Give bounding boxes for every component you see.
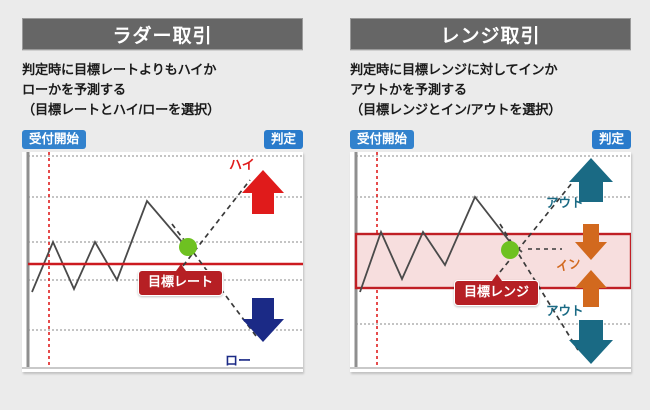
chart-range-svg <box>350 152 631 373</box>
badge-judge-ladder: 判定 <box>263 129 303 150</box>
badge-judge-range: 判定 <box>591 129 631 150</box>
pill-target-range-text: 目標レンジ <box>464 284 530 300</box>
arrow-out-down-range <box>569 320 613 365</box>
chart-ladder: ハイ ロー 目標レート <box>22 152 303 373</box>
projection-up-ladder <box>171 179 251 281</box>
panel-title-ladder: ラダー取引 <box>22 18 303 50</box>
panel-title-range: レンジ取引 <box>350 18 631 50</box>
pill-target-rate: 目標レート <box>138 264 224 297</box>
price-line-range <box>359 195 523 293</box>
badge-start-range: 受付開始 <box>350 129 415 150</box>
pill-target-range: 目標レンジ <box>454 274 540 307</box>
panel-range: レンジ取引 判定時に目標レンジに対してインか アウトかを予測する （目標レンジと… <box>325 0 650 410</box>
panel-description-ladder: 判定時に目標レートよりもハイか ローかを予測する （目標レートとハイ/ローを選択… <box>22 62 221 118</box>
judgement-marker-ladder <box>179 238 197 257</box>
pill-notch-icon <box>175 264 186 272</box>
tag-row-range: 受付開始 判定 <box>350 129 631 150</box>
badge-start-ladder: 受付開始 <box>22 129 87 150</box>
pill-target-rate-text: 目標レート <box>148 274 214 290</box>
panel-description-range: 判定時に目標レンジに対してインか アウトかを予測する （目標レンジとイン/アウト… <box>350 62 562 118</box>
panel-title-ladder-text: ラダー取引 <box>112 25 213 47</box>
arrow-up-ladder <box>242 170 284 215</box>
arrow-in-down-range <box>575 224 607 261</box>
panel-title-range-text: レンジ取引 <box>440 25 541 47</box>
chart-ladder-svg <box>22 152 303 373</box>
tag-row-ladder: 受付開始 判定 <box>22 129 303 150</box>
arrow-out-up-range <box>569 158 613 203</box>
panel-ladder: ラダー取引 判定時に目標レートよりもハイか ローかを予測する （目標レートとハイ… <box>22 18 303 373</box>
price-line-ladder <box>31 199 195 293</box>
judgement-marker-range <box>501 241 519 260</box>
arrow-in-up-range <box>575 270 607 308</box>
pill-notch-icon <box>491 274 502 282</box>
arrow-down-ladder <box>242 298 284 343</box>
chart-range: アウト イン アウト 目標レンジ <box>350 152 631 373</box>
